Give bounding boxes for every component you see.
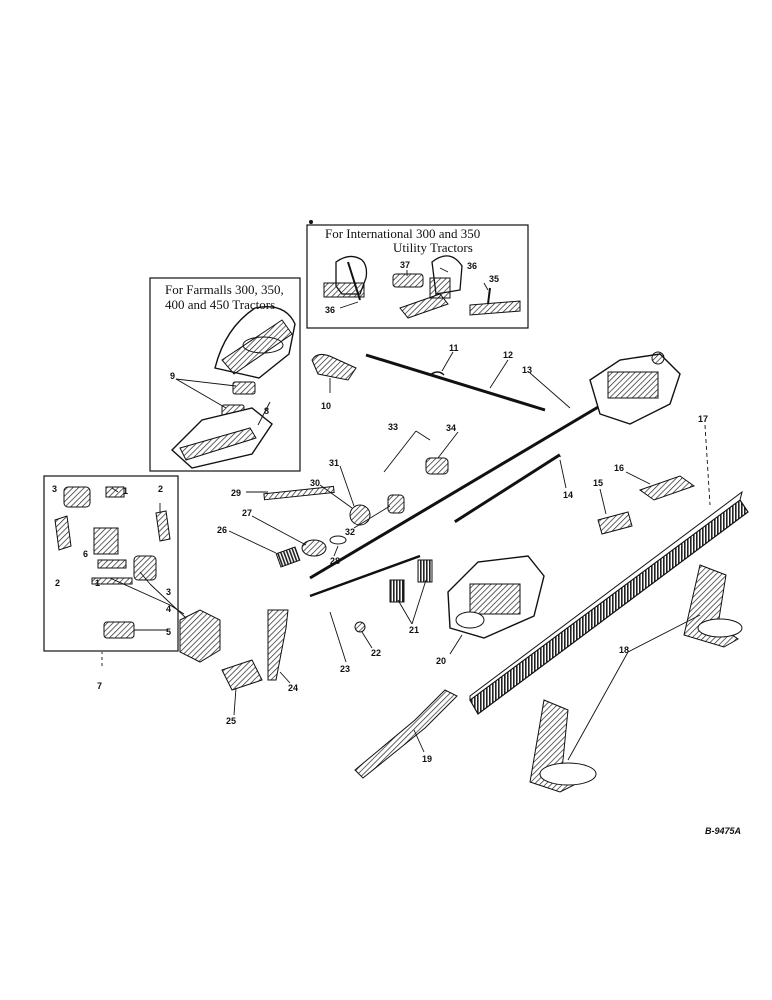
part-18-mounts — [529, 564, 743, 793]
callout-30: 30 — [310, 478, 321, 488]
part-shifter-housing-top — [214, 306, 296, 379]
part-30-gear — [349, 504, 371, 526]
callout-29: 29 — [231, 488, 242, 498]
callout-12: 12 — [503, 350, 514, 360]
callout-2-left: 2 — [55, 578, 61, 588]
callout-23: 23 — [340, 664, 351, 674]
part-23-rod — [309, 554, 421, 598]
callout-16: 16 — [614, 463, 625, 473]
farmall-box-title-line1: For Farmalls 300, 350, — [165, 282, 284, 297]
callout-17: 17 — [698, 414, 709, 424]
callout-35: 35 — [489, 274, 500, 284]
part-34-collar — [425, 457, 449, 475]
part-12-rod — [365, 353, 546, 414]
callout-31: 31 — [329, 458, 340, 468]
callout-28: 28 — [330, 556, 341, 566]
callout-6: 6 — [83, 549, 89, 559]
callout-32: 32 — [345, 527, 356, 537]
callout-5: 5 — [166, 627, 172, 637]
part-17-long-bar — [469, 490, 749, 715]
callout-21: 21 — [409, 625, 420, 635]
callout-14: 14 — [563, 490, 574, 500]
part-8-housing-bottom — [170, 407, 273, 469]
callout-1-top: 1 — [123, 486, 129, 496]
callout-3-bottom: 3 — [166, 587, 172, 597]
kit-parts — [54, 486, 171, 639]
callout-1-bottom: 1 — [95, 578, 101, 588]
callout-19: 19 — [422, 754, 433, 764]
callout-36-right: 36 — [467, 261, 478, 271]
part-27-hub — [301, 539, 327, 557]
callout-18: 18 — [619, 645, 630, 655]
part-19-bracket — [354, 689, 458, 779]
part-10-pad — [311, 354, 357, 381]
callout-26: 26 — [217, 525, 228, 535]
farmall-box-title-line2: 400 and 450 Tractors — [165, 297, 276, 312]
farmall-box-frame — [149, 277, 301, 472]
callout-15: 15 — [593, 478, 604, 488]
part-37-insert — [392, 273, 424, 288]
part-22-nut — [354, 621, 366, 633]
callout-22: 22 — [371, 648, 382, 658]
callout-34: 34 — [446, 423, 457, 433]
callout-33: 33 — [388, 422, 399, 432]
part-20-housing — [447, 555, 545, 639]
callout-3-top: 3 — [52, 484, 58, 494]
callout-37: 37 — [400, 260, 411, 270]
leader-lines — [101, 267, 711, 761]
part-25-plate — [221, 659, 263, 691]
international-box-title-line1: For International 300 and 350 — [325, 226, 481, 241]
registration-dot — [309, 220, 313, 224]
callout-9: 9 — [170, 371, 176, 381]
part-21-springs — [389, 559, 433, 603]
callout-20: 20 — [436, 656, 447, 666]
part-26-spring — [275, 546, 301, 568]
callout-7: 7 — [97, 681, 103, 691]
international-box-title-line2: Utility Tractors — [393, 240, 473, 255]
part-15-plate — [597, 511, 633, 535]
callout-24: 24 — [288, 683, 299, 693]
part-36-fork-right — [399, 255, 463, 319]
part-32-collar — [387, 494, 405, 514]
callout-2-right: 2 — [158, 484, 164, 494]
part-13-shaft-housing — [309, 351, 681, 580]
part-16-plate — [638, 475, 696, 501]
callout-4: 4 — [166, 604, 172, 614]
callout-8: 8 — [264, 406, 270, 416]
callout-25: 25 — [226, 716, 237, 726]
part-29-rack — [263, 485, 335, 501]
callout-10: 10 — [321, 401, 332, 411]
callout-27: 27 — [242, 508, 253, 518]
international-box-frame — [306, 224, 529, 329]
figure-code: B-9475A — [705, 826, 742, 836]
part-35-bracket — [469, 287, 521, 316]
callout-11: 11 — [449, 343, 459, 353]
kit-box-frame — [43, 475, 179, 652]
part-28-link — [329, 535, 347, 545]
callout-36-left: 36 — [325, 305, 336, 315]
part-kit-assembly — [179, 609, 221, 663]
part-14-bar — [454, 453, 561, 525]
callout-13: 13 — [522, 365, 533, 375]
part-36-fork-left — [323, 255, 368, 301]
part-24-fork — [267, 609, 289, 681]
